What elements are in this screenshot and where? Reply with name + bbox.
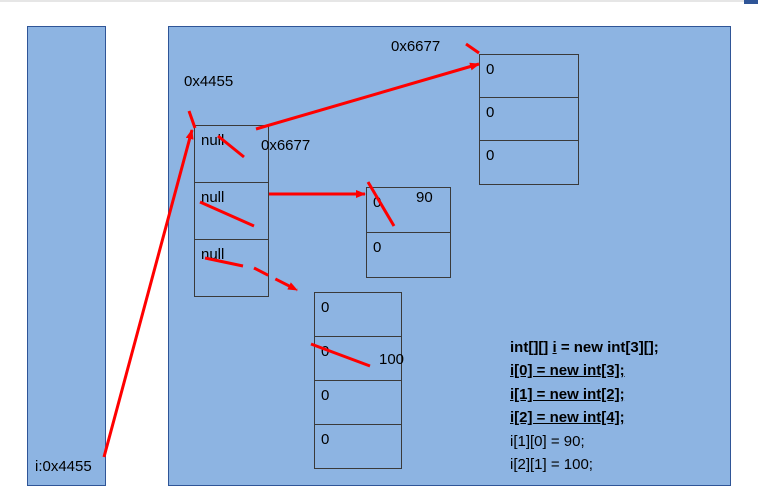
array-a-address-tick: [465, 42, 480, 55]
cell-value: 0: [486, 61, 495, 78]
code-line-4: i[2] = new int[4];: [510, 409, 625, 427]
code-line-3: i[1] = new int[2];: [510, 385, 625, 403]
cell-value: 0: [321, 387, 330, 404]
code-text: = new int[3][];: [556, 339, 659, 356]
array-a-cell: 0: [479, 98, 579, 141]
stack-variable-label: i:0x4455: [35, 458, 92, 475]
array-b-new-value: 90: [416, 189, 433, 206]
cell-value: 0: [321, 299, 330, 316]
array-b: 0 0: [366, 187, 451, 278]
reference-address-label: 0x6677: [261, 137, 311, 154]
outer-to-array-c-dashed-arrow: [253, 266, 298, 292]
code-line-2: i[0] = new int[3];: [510, 362, 625, 380]
array-a-address: 0x6677: [391, 38, 441, 55]
array-c-cell: 0: [314, 292, 402, 337]
code-listing: int[][] i = new int[3][]; i[0] = new int…: [510, 336, 659, 476]
array-a-cell: 0: [479, 54, 579, 98]
top-rule: [0, 0, 758, 2]
code-line-5: i[1][0] = 90;: [510, 432, 585, 450]
stack-panel: [27, 26, 106, 486]
array-c-cell: 0: [314, 425, 402, 469]
array-c: 0 0 0 0: [314, 292, 402, 469]
strike-array-c-cell-1: [310, 342, 371, 368]
strike-outer-cell-1: [199, 200, 255, 228]
heap-panel: [168, 26, 731, 486]
array-c-cell: 0: [314, 337, 402, 381]
cell-value: 0: [321, 431, 330, 448]
strike-outer-cell-0: [217, 134, 245, 159]
cell-value: 0: [486, 104, 495, 121]
cell-value: 0: [486, 147, 495, 164]
strike-array-b-cell-0: [366, 181, 396, 227]
outer-to-array-a-arrow: [255, 62, 480, 131]
outer-array-cell: null: [194, 183, 269, 240]
array-a: 0 0 0: [479, 54, 579, 185]
cell-value: 0: [373, 194, 382, 211]
code-line-1: int[][] i = new int[3][];: [510, 336, 659, 359]
outer-address-tick: [187, 110, 197, 129]
array-b-cell: 0: [366, 187, 451, 233]
array-b-cell: 0: [366, 233, 451, 278]
code-text: int[][]: [510, 339, 553, 356]
cell-value: 0: [373, 239, 382, 256]
array-a-cell: 0: [479, 141, 579, 185]
array-c-cell: 0: [314, 381, 402, 425]
cell-value: 0: [321, 343, 330, 360]
array-c-new-value: 100: [379, 351, 405, 368]
stack-to-outer-arrow: [102, 129, 194, 458]
outer-array-address: 0x4455: [184, 73, 234, 90]
code-line-6: i[2][1] = 100;: [510, 456, 593, 474]
strike-outer-cell-2: [204, 256, 244, 268]
corner-accent: [744, 0, 758, 4]
cell-value: null: [201, 189, 225, 206]
code-text: i: [552, 339, 557, 356]
